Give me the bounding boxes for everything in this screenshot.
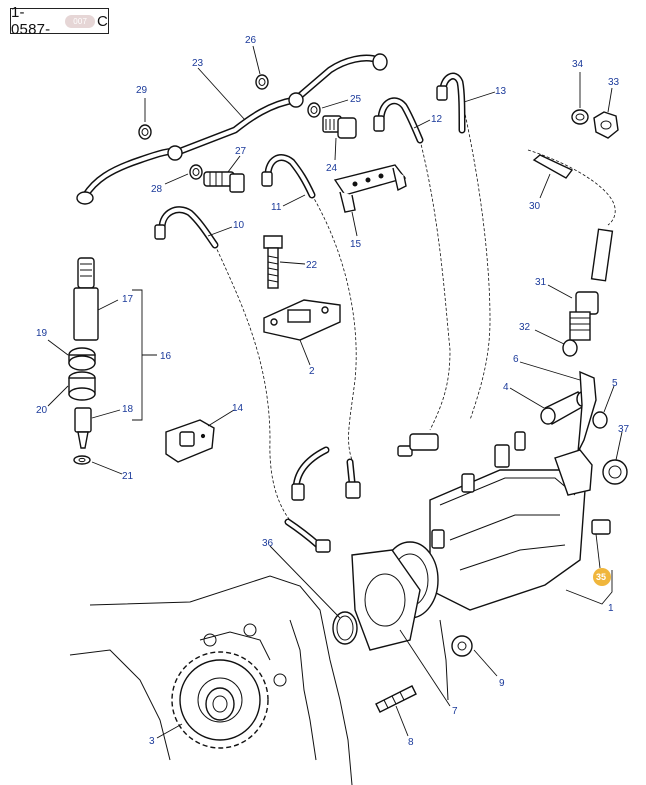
delivery-pipe-23 (76, 53, 388, 205)
callout-37: 37 (618, 424, 630, 435)
callout-14: 14 (232, 403, 244, 414)
callout-33: 33 (608, 77, 620, 88)
callout-35-highlight (593, 568, 611, 586)
callout-17: 17 (122, 294, 134, 305)
banjo-bolt-24 (322, 115, 357, 139)
callout-20: 20 (36, 405, 48, 416)
banjo-bolt-27 (203, 171, 245, 193)
stud-8 (375, 685, 417, 713)
callout-13: 13 (495, 86, 507, 97)
pipe-13 (436, 72, 466, 134)
callout-5: 5 (612, 378, 618, 389)
callout-36: 36 (262, 538, 274, 549)
drive-gear-3 (171, 651, 269, 749)
o-ring-36-inner (336, 615, 354, 641)
callout-26: 26 (245, 35, 257, 46)
callout-15: 15 (350, 239, 362, 250)
nut-9 (451, 635, 473, 657)
pipe-12 (373, 97, 424, 144)
callout-7: 7 (452, 706, 458, 717)
bracket-16 (132, 289, 157, 421)
callout-31: 31 (535, 277, 547, 288)
callout-9: 9 (499, 678, 505, 689)
reference-badge: 007 (65, 14, 95, 28)
callout-1: 1 (608, 603, 614, 614)
callout-6: 6 (513, 354, 519, 365)
reference-suffix: C (96, 12, 108, 30)
callout-3: 3 (149, 736, 155, 747)
callout-35: 35 (596, 572, 606, 582)
pipe-10 (154, 206, 219, 249)
callout-24: 24 (326, 163, 338, 174)
callout-18: 18 (122, 404, 134, 415)
callout-11: 11 (271, 202, 282, 213)
pipe-11 (261, 154, 316, 199)
callout-22: 22 (306, 260, 318, 271)
callout-12: 12 (431, 114, 443, 125)
drive-parts (540, 370, 628, 485)
callout-21: 21 (122, 471, 134, 482)
injector-assembly-16 (68, 257, 99, 465)
callout-2: 2 (309, 366, 315, 377)
bolt-22 (263, 235, 283, 289)
callout-34: 34 (572, 59, 584, 70)
fuel-return-parts (532, 109, 619, 357)
engine-housing (69, 575, 449, 785)
callout-4: 4 (503, 382, 509, 393)
callout-10: 10 (233, 220, 245, 231)
callout-27: 27 (235, 146, 247, 157)
callout-29: 29 (136, 85, 148, 96)
clamp-14 (165, 419, 215, 463)
reference-prefix: 1-0587- (11, 4, 51, 38)
callout-30: 30 (529, 201, 541, 212)
leader-lines (47, 45, 623, 739)
callout-25: 25 (350, 94, 362, 105)
callout-28: 28 (151, 184, 163, 195)
callout-8: 8 (408, 737, 414, 748)
callout-23: 23 (192, 58, 204, 69)
callout-16: 16 (160, 351, 172, 362)
callout-labels: 1 2 3 4 5 6 7 8 9 10 11 12 13 14 15 16 1… (36, 35, 630, 748)
clamp-plate-2 (263, 299, 341, 341)
callout-32: 32 (519, 322, 531, 333)
gasket-7 (351, 549, 421, 651)
callout-19: 19 (36, 328, 48, 339)
washers-group (138, 74, 321, 180)
pipe-routing-lines (214, 99, 616, 546)
pipe-clamp-15 (333, 164, 407, 213)
pump-inlet-pipes (284, 433, 439, 553)
